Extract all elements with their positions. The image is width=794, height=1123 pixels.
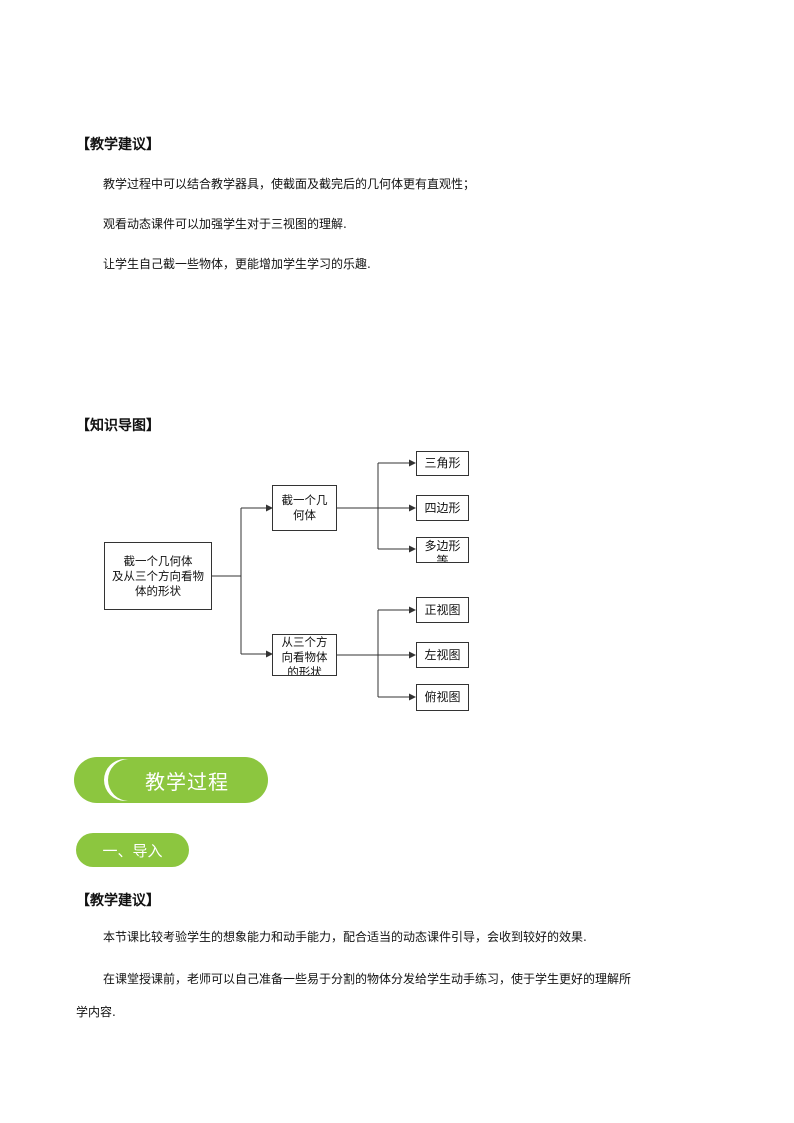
- root-line-1: 截一个几何体: [123, 553, 193, 568]
- leaf-polygon-line-2: 等: [436, 554, 449, 563]
- leaf-triangle: 三角形: [416, 451, 469, 476]
- branch2-line-3: 的形状: [287, 665, 322, 676]
- suggestion-paragraph-3: 让学生自己截一些物体，更能增加学生学习的乐趣.: [103, 257, 371, 271]
- mindmap-root-node: 截一个几何体 及从三个方向看物 体的形状: [104, 542, 212, 610]
- intro-paragraph-3: 学内容.: [76, 1005, 116, 1019]
- branch1-line-1: 截一个几: [281, 493, 328, 507]
- leaf-quadrilateral-label: 四边形: [424, 500, 461, 515]
- teaching-process-banner: 教学过程: [108, 759, 266, 801]
- leaf-front-view: 正视图: [416, 597, 469, 623]
- mindmap-branch-three-views: 从三个方 向看物体 的形状: [272, 634, 337, 676]
- intro-paragraph-1: 本节课比较考验学生的想象能力和动手能力，配合适当的动态课件引导，会收到较好的效果…: [103, 930, 587, 944]
- suggestion-paragraph-1: 教学过程中可以结合教学器具，使截面及截完后的几何体更有直观性；: [103, 177, 476, 191]
- leaf-triangle-label: 三角形: [424, 456, 461, 470]
- leaf-polygon: 多边形 等: [416, 537, 469, 563]
- leaf-polygon-line-1: 多边形: [424, 539, 461, 553]
- branch2-line-1: 从三个方: [281, 635, 328, 649]
- introduction-banner: 一、导入: [76, 833, 189, 867]
- suggestion-paragraph-2: 观看动态课件可以加强学生对于三视图的理解.: [103, 217, 347, 231]
- root-line-3: 体的形状: [135, 583, 181, 598]
- leaf-left-view-label: 左视图: [424, 647, 461, 662]
- branch1-line-2: 何体: [293, 508, 316, 522]
- teaching-suggestion-heading-2: 【教学建议】: [76, 893, 160, 909]
- intro-paragraph-2: 在课堂授课前，老师可以自己准备一些易于分割的物体分发给学生动手练习，使于学生更好…: [103, 972, 632, 986]
- leaf-quadrilateral: 四边形: [416, 495, 469, 521]
- leaf-front-view-label: 正视图: [424, 602, 461, 617]
- branch2-line-2: 向看物体: [281, 650, 328, 664]
- leaf-top-view: 俯视图: [416, 684, 469, 711]
- teaching-suggestion-heading: 【教学建议】: [76, 137, 160, 153]
- knowledge-map-heading: 【知识导图】: [76, 418, 160, 434]
- leaf-top-view-label: 俯视图: [424, 690, 461, 704]
- leaf-left-view: 左视图: [416, 642, 469, 668]
- mindmap-branch-cut-solid: 截一个几 何体: [272, 485, 337, 531]
- root-line-2: 及从三个方向看物: [112, 568, 204, 583]
